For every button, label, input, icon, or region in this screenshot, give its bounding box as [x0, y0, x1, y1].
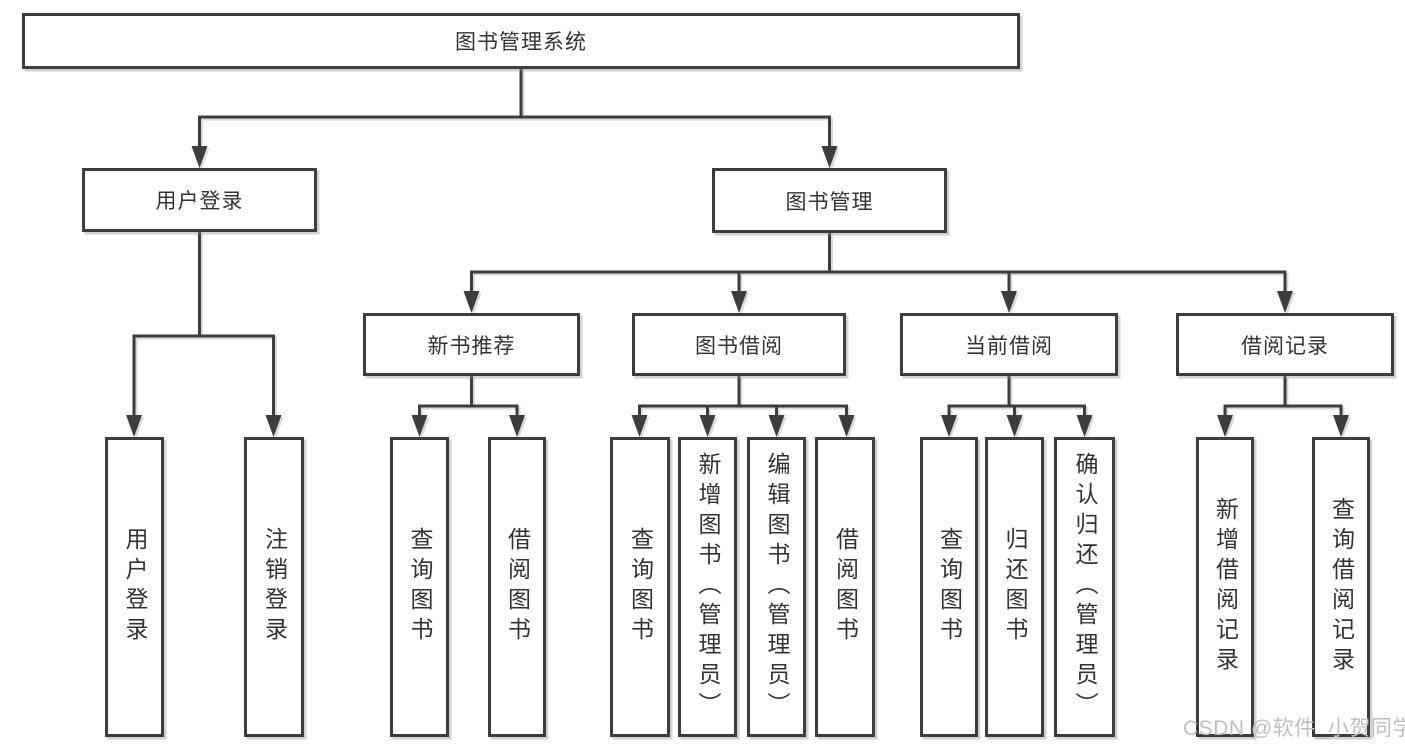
leaf-query-books-current: 查询图书: [920, 437, 978, 737]
node-book-management: 图书管理: [712, 168, 947, 233]
leaf-add-books-admin: 新增图书（管理员）: [678, 437, 737, 737]
watermark: CSDN @软件_小贺同学: [1183, 717, 1405, 740]
node-new-book-recommend: 新书推荐: [363, 313, 580, 376]
leaf-add-borrow-record: 新增借阅记录: [1196, 437, 1254, 737]
leaf-label: 注销登录: [261, 527, 288, 647]
leaf-label: 查询借阅记录: [1328, 497, 1355, 677]
leaf-logout: 注销登录: [244, 437, 304, 737]
node-book-borrow: 图书借阅: [632, 313, 846, 376]
leaf-query-borrow-record: 查询借阅记录: [1312, 437, 1370, 737]
leaf-label: 查询图书: [407, 527, 433, 647]
leaf-label: 查询图书: [936, 527, 963, 647]
leaf-borrow-books-rec: 借阅图书: [488, 437, 546, 737]
leaf-return-books: 归还图书: [985, 437, 1044, 737]
node-current-borrow: 当前借阅: [900, 313, 1118, 376]
leaf-label: 归还图书: [1002, 527, 1028, 647]
leaf-label: 借阅图书: [504, 527, 531, 647]
leaf-user-login: 用户登录: [105, 437, 164, 737]
leaf-label: 借阅图书: [832, 527, 859, 647]
leaf-label: 用户登录: [122, 527, 148, 647]
leaf-label: 查询图书: [627, 527, 654, 647]
node-borrow-records: 借阅记录: [1176, 313, 1394, 376]
leaf-label: 编辑图书（管理员）: [764, 452, 790, 722]
leaf-edit-books-admin: 编辑图书（管理员）: [747, 437, 806, 737]
leaf-label: 新增借阅记录: [1212, 497, 1239, 677]
node-user-login: 用户登录: [82, 168, 317, 232]
leaf-confirm-return-admin: 确认归还（管理员）: [1054, 437, 1115, 737]
leaf-borrow-books: 借阅图书: [815, 437, 875, 737]
leaf-label: 新增图书（管理员）: [695, 452, 721, 722]
node-root-system: 图书管理系统: [22, 13, 1020, 69]
leaf-query-books-borrow: 查询图书: [610, 437, 670, 737]
leaf-query-books-rec: 查询图书: [390, 437, 449, 737]
leaf-label: 确认归还（管理员）: [1072, 452, 1098, 722]
